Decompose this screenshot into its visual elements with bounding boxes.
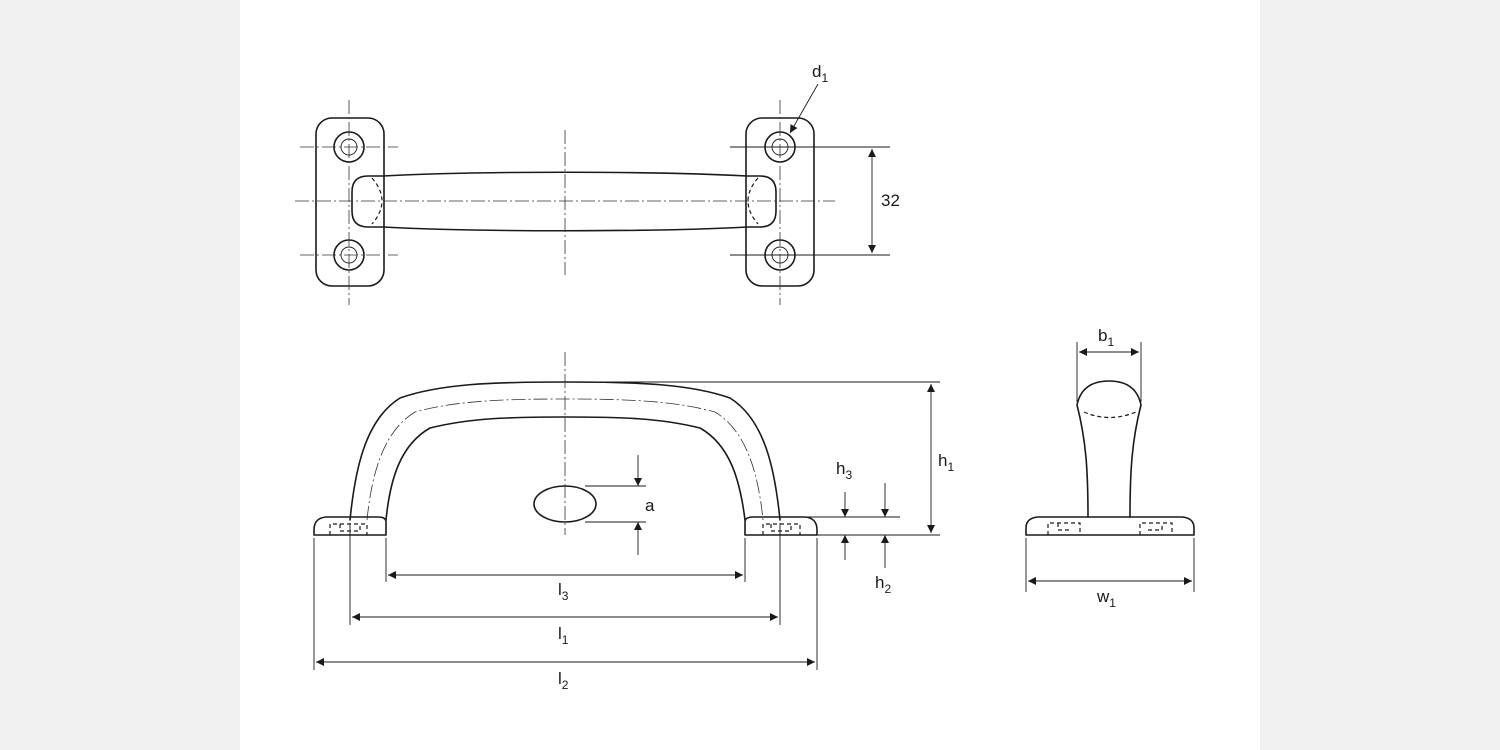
side-base [1025,516,1195,536]
b1-label: b1 [1098,326,1114,349]
left-base-plate [315,117,385,287]
w1-label: w1 [1096,587,1116,610]
left-foot [313,516,387,536]
a-label: a [645,496,655,515]
d1-leader [789,83,819,134]
l3-label: l3 [558,580,569,603]
h2-label: h2 [875,573,891,596]
side-view [1025,342,1195,592]
l2-label: l2 [558,669,569,692]
front-view [313,352,940,670]
d1-label: d1 [812,62,828,85]
l1-label: l1 [558,624,569,647]
h3-label: h3 [836,459,852,482]
top-view [295,83,890,305]
spacing-label: 32 [881,191,900,210]
handle-inner-arch [385,416,746,521]
side-stem [1076,380,1142,518]
drawing-sheet [240,0,1260,750]
grip-bar [351,171,777,232]
right-foot [744,516,818,536]
h1-label: h1 [938,451,954,474]
